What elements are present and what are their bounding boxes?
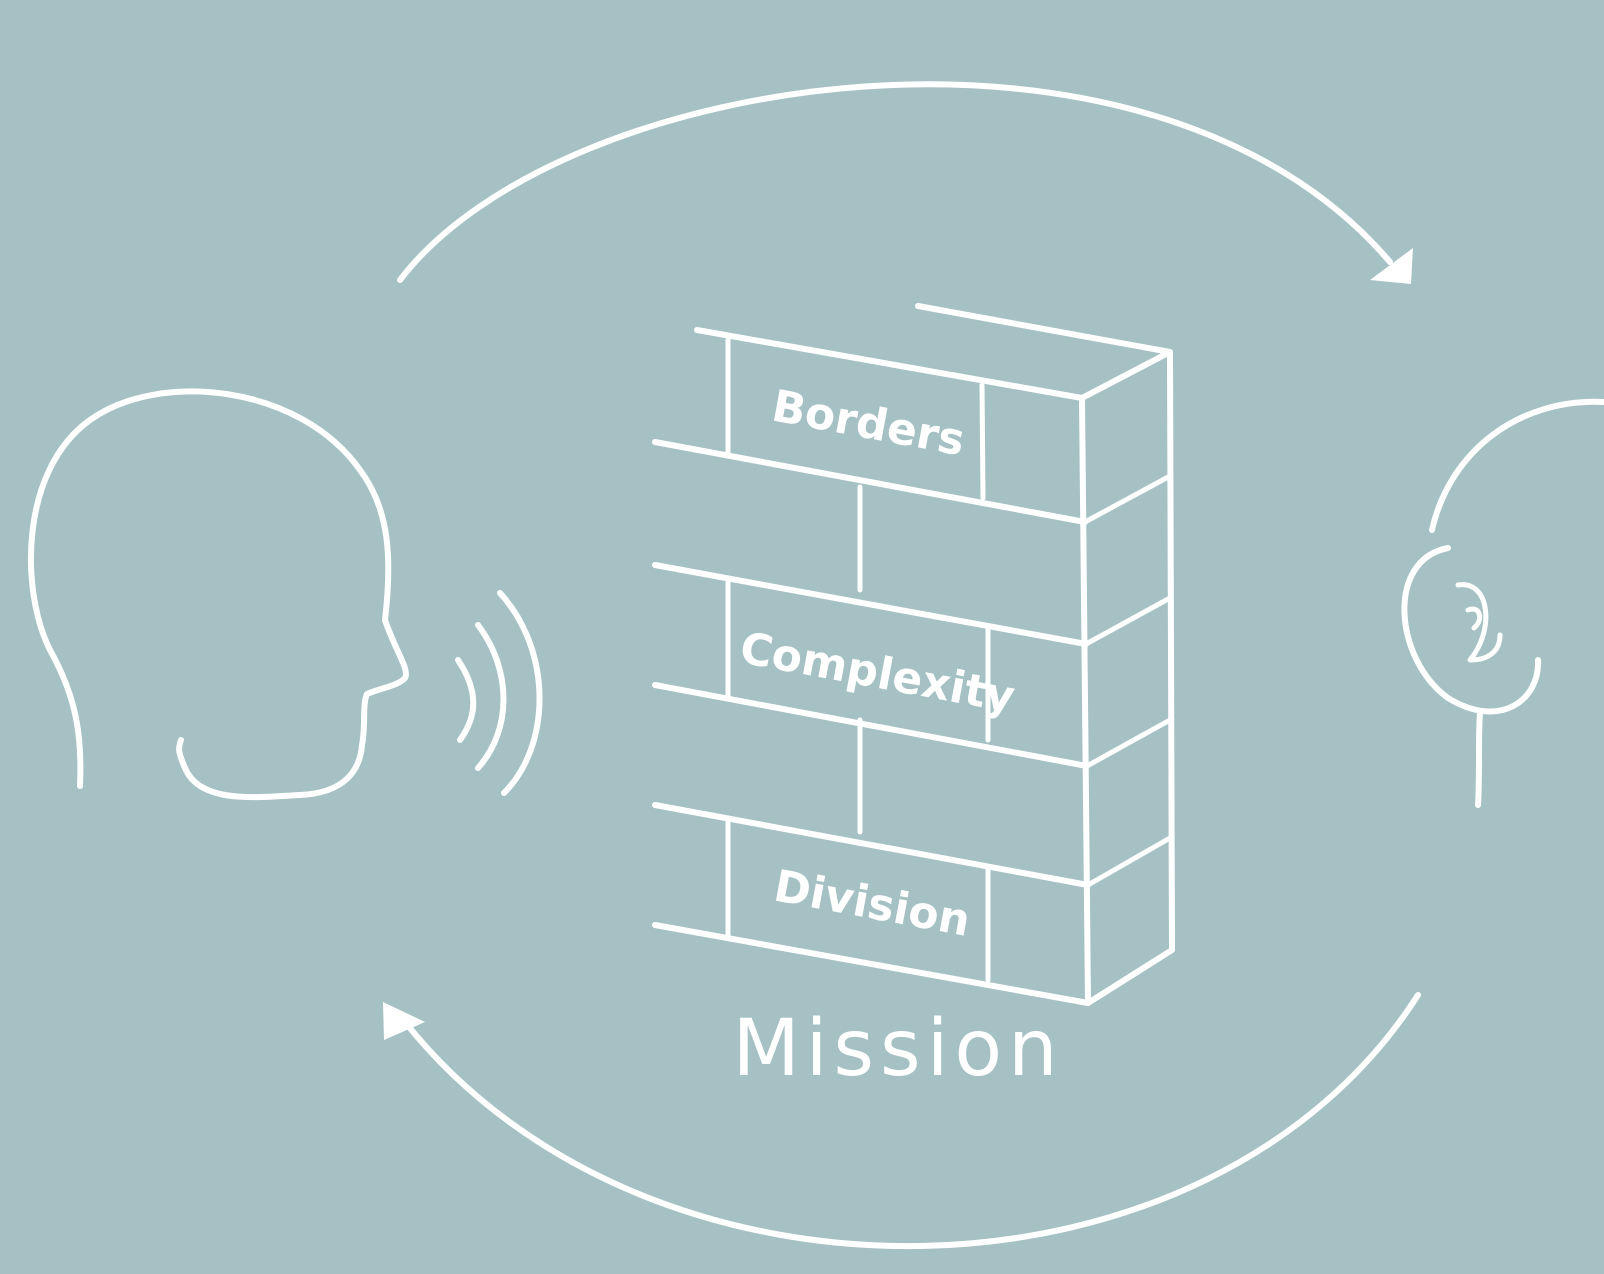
bottom-cycle-arrow-icon bbox=[383, 992, 1421, 1250]
speaker-head-icon bbox=[27, 388, 409, 801]
sound-waves-icon bbox=[455, 590, 543, 796]
top-cycle-arrow-icon bbox=[397, 81, 1413, 284]
listener-ear-icon bbox=[1401, 398, 1604, 808]
mission-caption: Mission bbox=[732, 1004, 1063, 1094]
